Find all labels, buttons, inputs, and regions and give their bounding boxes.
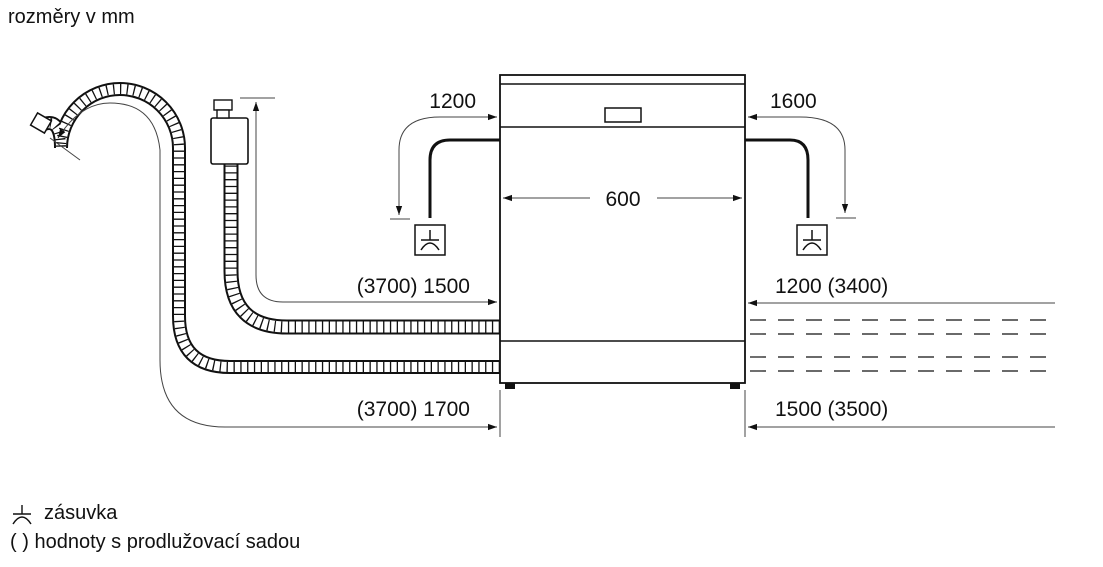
drain-nozzle (29, 111, 53, 135)
width-dimension: 600 (605, 188, 640, 211)
legend-extension-note: ( ) hodnoty s prodlužovací sadou (10, 531, 300, 554)
drain-left-length: (3700) 1700 (357, 398, 470, 421)
left-cable-length: 1200 (429, 90, 476, 113)
power-cable-left (428, 138, 500, 218)
inlet-left-length: (3700) 1500 (357, 275, 470, 298)
foot (505, 383, 515, 389)
hose-extension-dashes (750, 319, 1055, 372)
dishwasher-front (499, 74, 746, 389)
control-display (604, 107, 642, 123)
socket-icon (12, 505, 32, 525)
drain-right-length: 1500 (3500) (775, 398, 888, 421)
right-cable-length: 1600 (770, 90, 817, 113)
socket-icon (414, 224, 446, 256)
foot (730, 383, 740, 389)
aquastop-valve (210, 117, 249, 165)
dimension-lines (49, 97, 1055, 437)
power-cable-right (745, 138, 810, 218)
hose-connector (213, 99, 233, 111)
socket-icon (796, 224, 828, 256)
inlet-hose (210, 99, 500, 335)
legend-brackets-symbol: ( ) (10, 531, 29, 553)
legend-brackets-label: hodnoty s prodlužovací sadou (34, 531, 301, 553)
diagram-title: rozměry v mm (8, 6, 135, 28)
inlet-right-length: 1200 (3400) (775, 275, 888, 298)
drain-hose (29, 82, 500, 374)
legend-socket-label: zásuvka (44, 502, 118, 524)
